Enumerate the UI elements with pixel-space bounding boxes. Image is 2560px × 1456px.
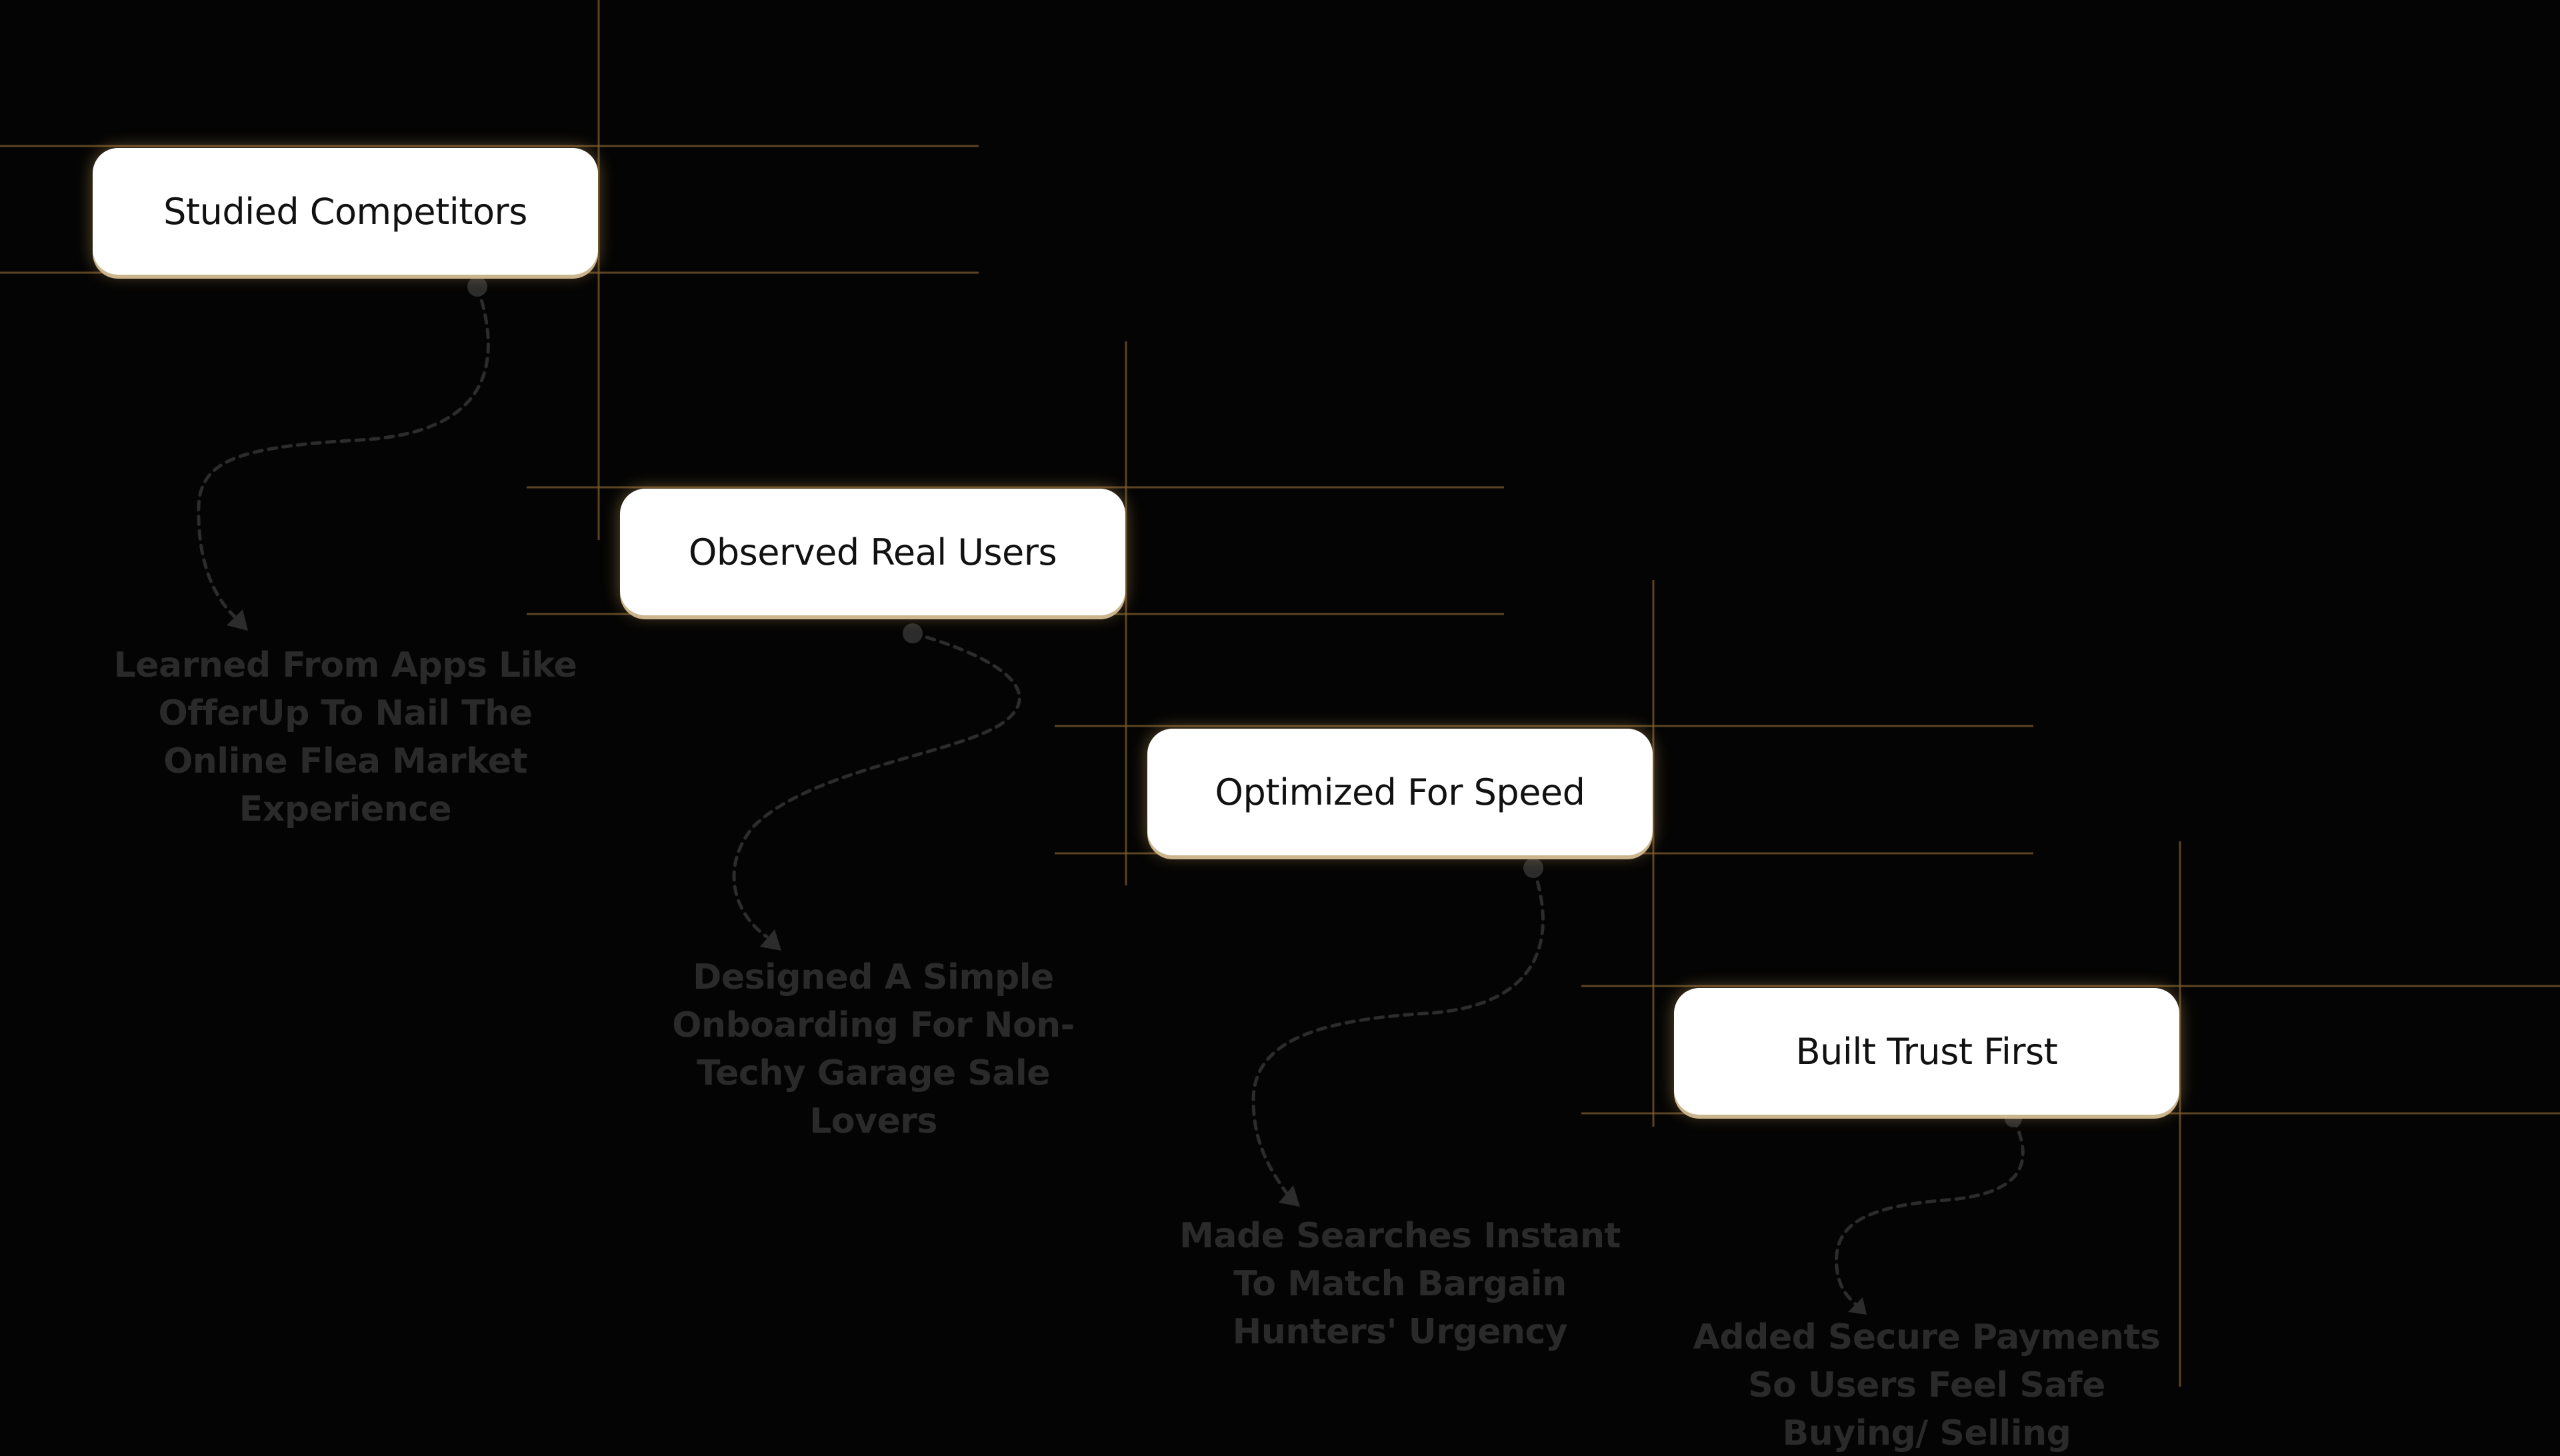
arrowhead-icon	[1848, 1297, 1867, 1315]
step-card-optimized-for-speed[interactable]: Optimized For Speed	[1147, 729, 1653, 855]
step-label: Studied Competitors	[163, 190, 527, 233]
arrowhead-icon	[1279, 1185, 1300, 1207]
step-label: Built Trust First	[1795, 1030, 2058, 1073]
arrowhead-icon	[760, 929, 781, 951]
connector-path	[1251, 866, 1545, 1195]
connector-path	[1835, 1117, 2025, 1307]
connector-path	[732, 631, 1021, 939]
step-card-observed-real-users[interactable]: Observed Real Users	[620, 489, 1125, 615]
step-note: Made Searches Instant To Match Bargain H…	[1179, 1216, 1621, 1352]
connector-path	[197, 285, 490, 619]
step-card-built-trust-first[interactable]: Built Trust First	[1674, 988, 2179, 1115]
step-note: Learned From Apps Like OfferUp To Nail T…	[113, 645, 577, 829]
step-card-studied-competitors[interactable]: Studied Competitors	[93, 148, 598, 275]
step-label: Observed Real Users	[688, 531, 1057, 573]
step-note: Added Secure Payments So Users Feel Safe…	[1693, 1317, 2161, 1453]
step-label: Optimized For Speed	[1215, 771, 1585, 813]
arrowhead-icon	[227, 609, 248, 631]
step-note: Designed A Simple Onboarding For Non-Tec…	[672, 957, 1075, 1141]
